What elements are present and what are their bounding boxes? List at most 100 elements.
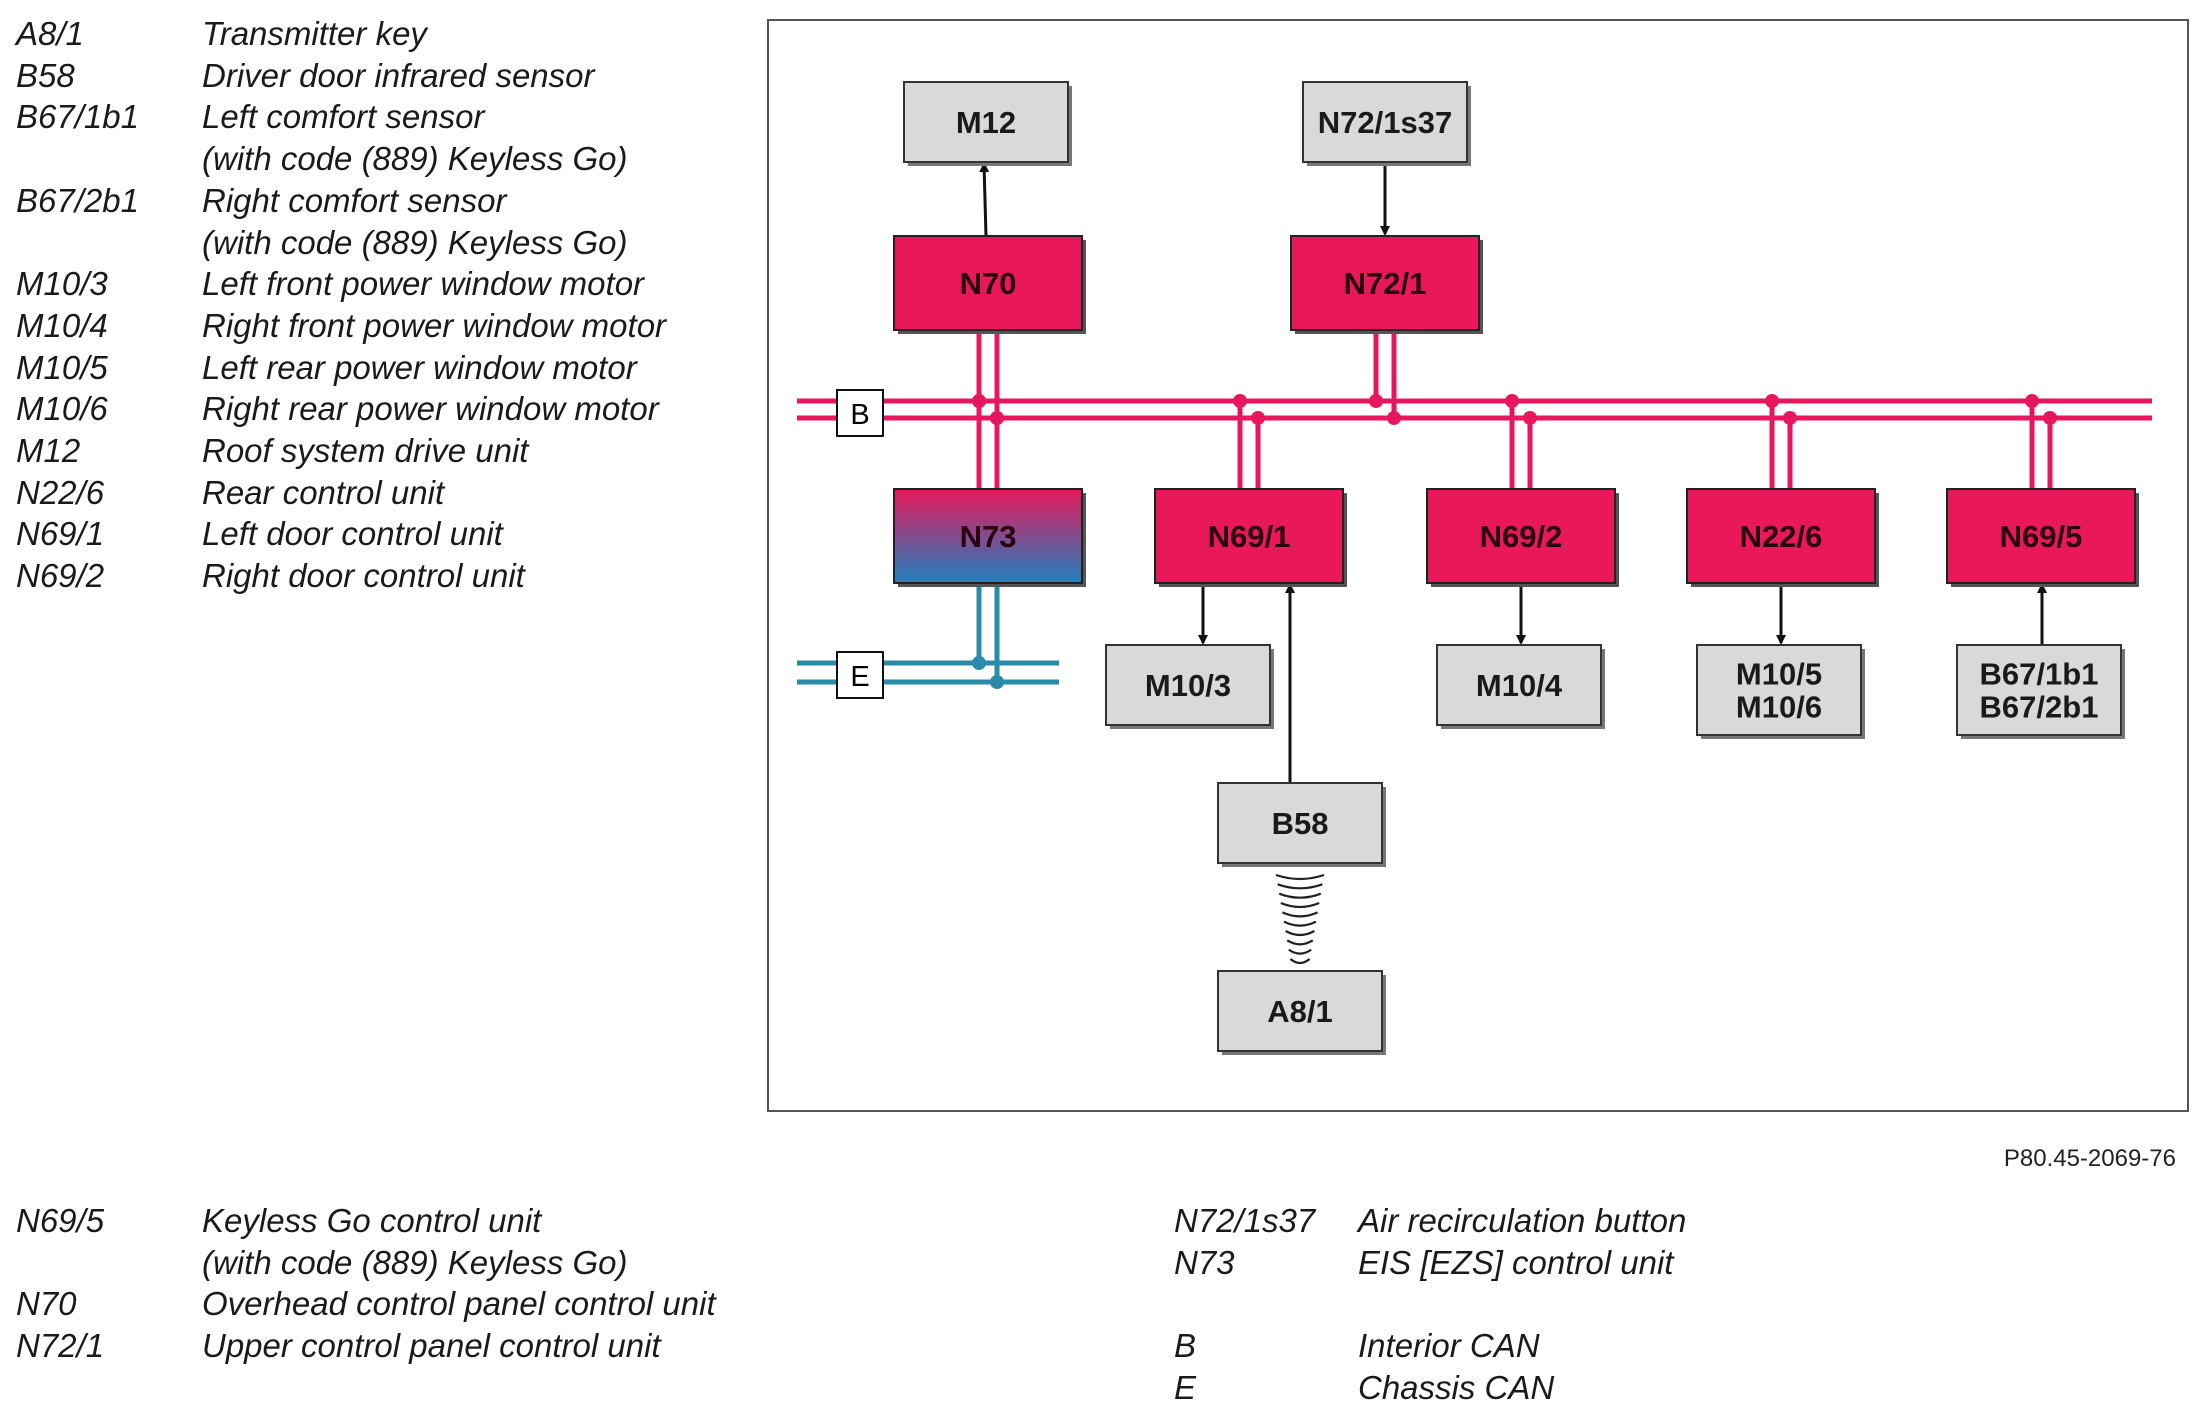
legend-row: M10/3 Left front power window motor	[16, 263, 756, 305]
legend-description: Upper control panel control unit	[202, 1327, 661, 1365]
legend-row	[1174, 1283, 1854, 1325]
component-label: A8/1	[1267, 994, 1332, 1029]
legend-code: N69/5	[16, 1202, 105, 1239]
infrared-wave	[1278, 892, 1322, 899]
control-unit-label: N22/6	[1740, 519, 1823, 554]
legend-bottom-left: N69/5 Keyless Go control unit (with code (…	[16, 1200, 776, 1367]
legend-code: E	[1174, 1368, 1197, 1406]
legend-code: B67/2b1	[16, 181, 139, 219]
component-label: B58	[1272, 806, 1329, 841]
legend-row: N69/5 Keyless Go control unit	[16, 1200, 776, 1242]
bus-junction-dot	[1523, 411, 1537, 425]
legend-description: Roof system drive unit	[202, 432, 529, 470]
legend-description: Chassis CAN	[1358, 1368, 1555, 1406]
legend-description: Rear control unit	[202, 473, 445, 511]
legend-description: (with code (889) Keyless Go)	[202, 1243, 628, 1281]
component-label: N72/1s37	[1318, 105, 1452, 140]
infrared-wave	[1288, 948, 1312, 955]
signal-arrow	[979, 162, 990, 237]
legend-description: Left door control unit	[202, 515, 503, 553]
component-label: M12	[956, 105, 1016, 140]
legend-row: N69/1 Left door control unit	[16, 513, 756, 555]
control-unit-box	[1426, 488, 1616, 584]
control-unit-box	[1154, 488, 1344, 584]
component-label: M10/6	[1736, 690, 1822, 725]
bus-junction-dot	[1233, 394, 1247, 408]
infrared-wave	[1275, 873, 1325, 881]
legend-description: Right front power window motor	[202, 306, 667, 344]
legend-code: B	[1174, 1327, 1197, 1365]
bus-junction-dot	[2025, 394, 2039, 408]
legend-code: N73	[1174, 1243, 1235, 1281]
legend-description: Transmitter key	[202, 15, 427, 52]
infrared-wave	[1289, 958, 1311, 965]
legend-description: EIS [EZS] control unit	[1358, 1243, 1674, 1281]
component-box	[1302, 81, 1468, 163]
legend-description: Interior CAN	[1358, 1327, 1540, 1365]
legend-row: (with code (889) Keyless Go)	[16, 222, 756, 264]
legend-row: A8/1 Transmitter key	[16, 13, 756, 55]
figure-reference: P80.45-2069-76	[2003, 1145, 2176, 1172]
legend-description: Keyless Go control unit	[202, 1202, 542, 1239]
bus-tag-label: B	[850, 399, 869, 431]
control-unit-label: N69/5	[2000, 519, 2083, 554]
legend-description: (with code (889) Keyless Go)	[202, 223, 628, 261]
infrared-wave	[1286, 939, 1314, 946]
legend-row: N73 EIS [EZS] control unit	[1174, 1242, 1854, 1284]
control-unit-label: N73	[960, 519, 1017, 554]
infrared-wave	[1277, 883, 1323, 890]
infrared-wave	[1280, 901, 1320, 909]
control-unit-box	[1946, 488, 2136, 584]
infrared-wave	[1285, 930, 1315, 937]
bus-junction-dot	[1765, 394, 1779, 408]
control-unit-label: N69/2	[1480, 519, 1563, 554]
legend-description: Right comfort sensor	[202, 181, 507, 219]
legend-description: Right rear power window motor	[202, 390, 659, 428]
bus-junction-dot	[972, 656, 986, 670]
bus-tag-box	[836, 651, 884, 699]
component-box	[1217, 970, 1383, 1052]
control-unit-label: N72/1	[1344, 266, 1427, 301]
component-box	[1436, 644, 1602, 726]
component-box	[1956, 644, 2122, 736]
legend-code: N22/6	[16, 473, 105, 511]
legend-code: N72/1	[16, 1327, 105, 1365]
legend-row: N72/1 Upper control panel control unit	[16, 1325, 776, 1367]
component-label: M10/4	[1476, 668, 1563, 703]
bus-junction-dot	[972, 394, 986, 408]
bus-junction-dot	[990, 411, 1004, 425]
bus-junction-dot	[1505, 394, 1519, 408]
bus-junction-dot	[990, 675, 1004, 689]
legend-code	[16, 222, 202, 264]
legend-description: Left front power window motor	[202, 265, 645, 303]
legend-code	[16, 138, 202, 180]
legend-code: M12	[16, 432, 81, 470]
infrared-wave	[1281, 911, 1319, 918]
component-label: M10/3	[1145, 668, 1231, 703]
legend-code: N69/1	[16, 515, 105, 553]
component-label: B67/1b1	[1980, 657, 2099, 692]
legend-code: M10/3	[16, 265, 108, 303]
bus-junction-dot	[1387, 411, 1401, 425]
legend-code	[16, 1242, 202, 1284]
legend-row: B Interior CAN	[1174, 1325, 1854, 1367]
bus-junction-dot	[1369, 394, 1383, 408]
component-box	[1217, 782, 1383, 864]
bus-junction-dot	[1783, 411, 1797, 425]
infrared-wave	[1283, 920, 1317, 927]
component-label: M10/5	[1736, 657, 1822, 692]
legend-code: A8/1	[16, 15, 84, 52]
legend-description: Left comfort sensor	[202, 98, 485, 136]
legend-description: Left rear power window motor	[202, 348, 637, 386]
legend-code: N72/1s37	[1174, 1202, 1316, 1239]
bus-junction-dot	[2043, 411, 2057, 425]
